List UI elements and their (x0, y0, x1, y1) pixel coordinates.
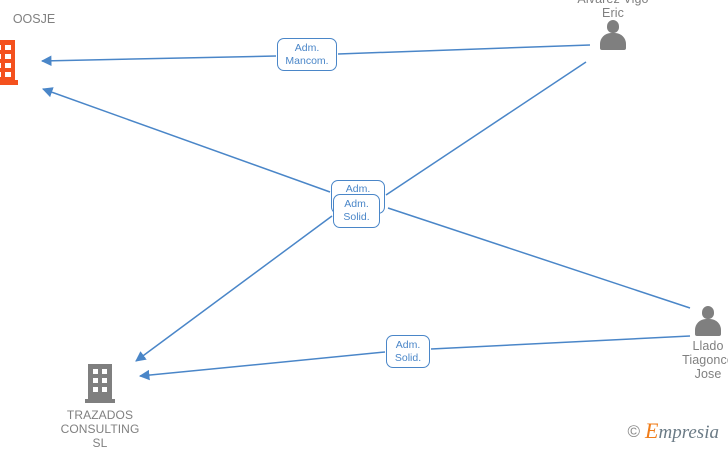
brand-initial: E (645, 418, 659, 443)
empresia-watermark: © Empresia (627, 418, 719, 443)
edge-llado-to-trazados-left (138, 351, 386, 381)
building-icon (85, 364, 115, 404)
brand-rest: mpresia (658, 422, 719, 443)
person-llado-label: Llado Tiagonce Jose (682, 339, 728, 381)
person-icon (691, 306, 725, 336)
edge-label-adm-solid-bottom[interactable]: Adm. Solid. (386, 335, 430, 368)
edge-label-adm-mancom[interactable]: Adm. Mancom. (277, 38, 337, 71)
edge-alvarez-to-company-right (337, 44, 591, 55)
edge-label-adm-solid-center-front[interactable]: Adm. Solid. (333, 194, 380, 228)
edge-center-to-company (42, 87, 331, 193)
edge-center-to-alvarez (385, 61, 587, 196)
edge-center-to-trazados (135, 215, 333, 362)
person-icon (596, 20, 630, 50)
node-highlighted-company[interactable] (0, 36, 20, 88)
brand-wordmark: Empresia (645, 418, 719, 443)
node-person-alvarez-vigo-eric[interactable]: Alvarez Vigo Eric (560, 0, 666, 53)
person-alvarez-label: Alvarez Vigo Eric (577, 0, 648, 20)
highlighted-company-label: OOSJE (12, 12, 56, 26)
node-person-llado-tiagonce-jose[interactable]: Llado Tiagonce Jose (670, 306, 728, 381)
edge-center-to-llado (387, 207, 691, 309)
edge-alvarez-to-company-left (40, 55, 277, 67)
copyright-icon: © (627, 422, 641, 441)
node-company-trazados-consulting-sl[interactable]: TRAZADOS CONSULTING SL (52, 364, 148, 450)
company-trazados-label: TRAZADOS CONSULTING SL (60, 408, 140, 450)
building-icon (0, 36, 18, 86)
edge-llado-to-trazados-right (430, 335, 691, 350)
